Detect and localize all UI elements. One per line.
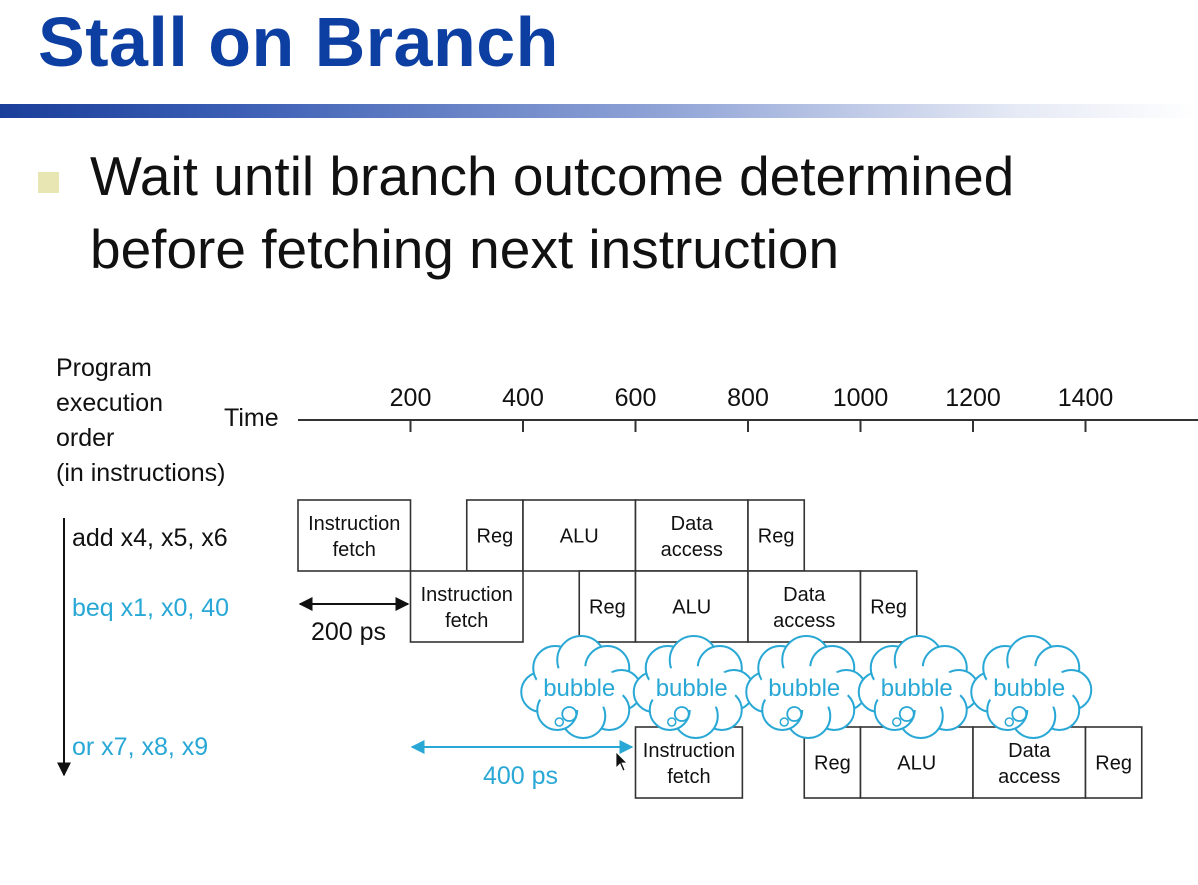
stage-label: Data [783,584,826,606]
stage-box [747,570,862,643]
bubble-cloud: bubble [520,635,643,739]
stage-label: ALU [672,597,711,619]
bubble-label: bubble [993,675,1065,702]
stage-label: fetch [667,766,710,788]
bubble-cloud: bubble [970,635,1093,739]
tick-label: 1200 [945,384,1001,412]
stage-label: Reg [814,753,851,775]
stage-label: Data [1008,740,1051,762]
bullet-marker [38,172,59,193]
stage-label: Reg [758,526,795,548]
stage-label: Reg [589,597,626,619]
tick-label: 400 [502,384,544,412]
bubble-cloud: bubble [857,635,980,739]
tick-label: 1000 [833,384,889,412]
bubbles-row: bubble bubble bubble bubble bubble [520,635,1093,739]
tick-label: 800 [727,384,769,412]
stage-label: fetch [333,539,376,561]
stage-box [578,570,637,643]
stage-label: access [998,766,1060,788]
stage-label: Instruction [308,513,400,535]
tick-label: 200 [390,384,432,412]
stage-label: fetch [445,610,488,632]
axis-label-line-2: execution [56,389,163,417]
stage-label: Reg [477,526,514,548]
stage-label: Data [671,513,714,535]
stage-label: ALU [897,753,936,775]
stage-label: access [773,610,835,632]
bullet-line-2: before fetching next instruction [90,218,840,280]
stage-box [972,726,1087,799]
time-label: Time [224,404,279,432]
stage-box [747,499,806,572]
mouse-cursor-icon [615,751,628,772]
instruction-or: or x7, x8, x9 [72,733,208,761]
bubble-label: bubble [656,675,728,702]
bullet-text: Wait until branch outcome determined bef… [90,140,1190,286]
bubble-label: bubble [543,675,615,702]
stage-label: Instruction [643,740,735,762]
title-underline-bar [0,104,1198,118]
bubble-cloud: bubble [632,635,755,739]
stage-label: ALU [560,526,599,548]
bubble-label: bubble [768,675,840,702]
tick-label: 600 [615,384,657,412]
tick-label: 1400 [1058,384,1114,412]
axis-label-line-4: (in instructions) [56,459,226,487]
axis-label-line-1: Program [56,354,152,382]
bubble-cloud: bubble [745,635,868,739]
instruction-add: add x4, x5, x6 [72,524,228,552]
time-axis-ticks: 200 400 600 800 1000 1200 1400 [390,384,1114,432]
axis-label-line-3: order [56,424,114,452]
bullet-line-1: Wait until branch outcome determined [90,145,1015,207]
stage-box [803,726,862,799]
stage-label: access [661,539,723,561]
stage-box [859,726,974,799]
stage-box [522,499,637,572]
slide-title: Stall on Branch [38,3,559,81]
stage-box [1084,726,1143,799]
stage-label: Reg [870,597,907,619]
stage-box [859,570,918,643]
interval-400ps-label: 400 ps [483,762,558,790]
bubble-label: bubble [881,675,953,702]
instruction-beq: beq x1, x0, 40 [72,594,229,622]
stage-label: Reg [1095,753,1132,775]
interval-200ps-label: 200 ps [311,618,386,646]
stage-box [409,570,524,643]
stage-box [297,499,412,572]
stage-label: Instruction [421,584,513,606]
